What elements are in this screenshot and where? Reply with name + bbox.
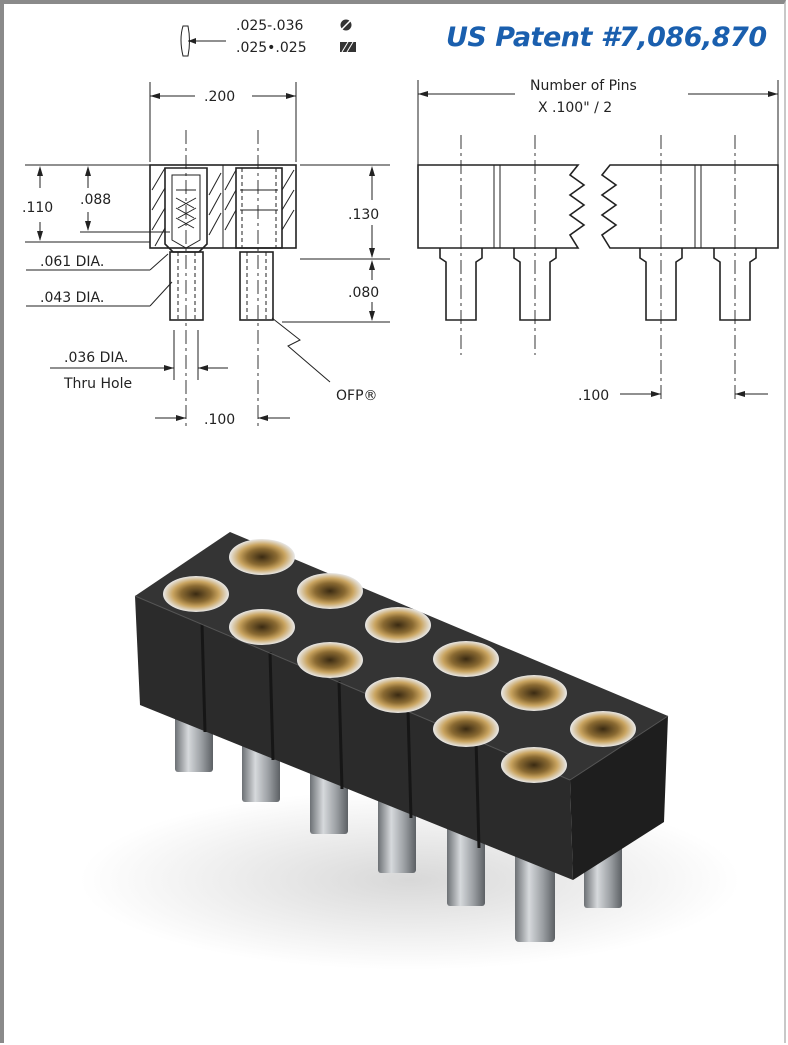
product-render: [80, 532, 740, 970]
tail-spec-square: .025•.025: [236, 40, 307, 56]
dim-width: .200: [204, 89, 235, 105]
dim-depth-top: .088: [80, 192, 111, 208]
dim-height-total: .110: [22, 200, 53, 216]
dim-body-height: .130: [348, 207, 379, 223]
circle-slash-icon: [340, 19, 352, 31]
length-label-line1: Number of Pins: [530, 78, 637, 94]
thru-hole-dia: .036 DIA.: [64, 350, 128, 366]
tail-spec-legend: .025-.036 .025•.025: [180, 18, 356, 57]
front-view: Number of Pins X .100" / 2 .100: [417, 78, 779, 404]
patent-number: US Patent #7,086,870: [446, 22, 767, 53]
thru-hole-label: Thru Hole: [63, 376, 132, 392]
side-section-view: .200: [22, 82, 390, 430]
tail-spec-round: .025-.036: [236, 18, 303, 34]
hatched-square-icon: [340, 41, 356, 53]
ofp-label: OFP®: [336, 388, 378, 404]
dim-pitch-side: .100: [204, 412, 235, 428]
dim-inner-dia: .043 DIA.: [40, 290, 104, 306]
dim-outer-dia: .061 DIA.: [40, 254, 104, 270]
dim-pitch-front: .100: [578, 388, 609, 404]
dim-tail-length: .080: [348, 285, 379, 301]
socket-contacts: [163, 539, 636, 783]
pin-tail-icon: [180, 25, 190, 57]
length-label-line2: X .100" / 2: [538, 100, 612, 116]
